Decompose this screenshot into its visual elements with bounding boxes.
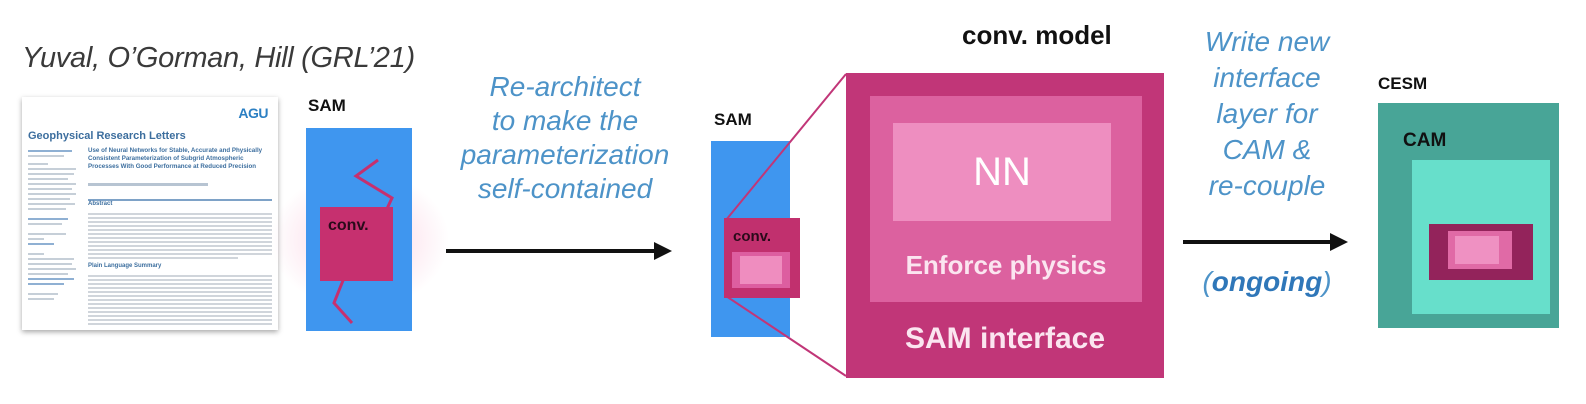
ongoing-label: ongoing <box>1211 266 1323 297</box>
paper-title: Use of Neural Networks for Stable, Accur… <box>88 147 263 170</box>
arrow-2-head-icon <box>1330 233 1348 251</box>
cesm-label: CESM <box>1378 74 1428 93</box>
conv-box-stage1: conv. <box>320 207 393 281</box>
citation-text: Yuval, O’Gorman, Hill (GRL’21) <box>22 42 415 74</box>
rearchitect-annotation: Re-architect to make the parameterizatio… <box>436 70 694 206</box>
agu-logo: AGU <box>238 105 268 121</box>
paper-authors <box>88 183 208 186</box>
conv-model-title: conv. model <box>962 20 1112 50</box>
zoom-projection-lines <box>725 73 847 377</box>
annotation-line: layer for <box>1216 98 1318 129</box>
ongoing-status: (ongoing) <box>1182 266 1352 298</box>
arrow-2-shaft <box>1183 240 1333 244</box>
arrow-1-head-icon <box>654 242 672 260</box>
annotation-line: parameterization <box>460 139 670 170</box>
cam-conv-nn <box>1455 236 1499 264</box>
annotation-line: self-contained <box>477 173 653 204</box>
annotation-line: Write new <box>1204 26 1330 57</box>
conv-box-stage2: conv. <box>724 218 800 298</box>
sam-label-stage1: SAM <box>308 96 346 115</box>
sam-interface-label: SAM interface <box>904 322 1106 355</box>
abstract-body <box>88 211 272 261</box>
enforce-physics-label: Enforce physics <box>905 250 1107 280</box>
annotation-line: CAM & <box>1222 134 1312 165</box>
abstract-heading: Abstract <box>88 201 113 207</box>
paren-open: ( <box>1202 266 1212 297</box>
paper-rule <box>88 199 272 201</box>
conv-mini-nn <box>740 256 782 284</box>
write-interface-annotation: Write new interface layer for CAM & re-c… <box>1182 24 1352 204</box>
nn-layer <box>893 123 1111 221</box>
arrow-1-shaft <box>446 249 656 253</box>
nn-label: NN <box>973 150 1031 194</box>
journal-name: Geophysical Research Letters <box>28 130 186 142</box>
annotation-line: Re-architect <box>489 71 641 102</box>
annotation-line: re-couple <box>1208 170 1326 201</box>
annotation-line: interface <box>1213 62 1321 93</box>
paren-close: ) <box>1322 266 1332 297</box>
sam-label-stage2: SAM <box>714 110 752 129</box>
conv-label-stage2: conv. <box>733 228 772 245</box>
plain-summary-heading: Plain Language Summary <box>88 263 162 269</box>
annotation-line: to make the <box>491 105 639 136</box>
conv-label-stage1: conv. <box>328 217 369 234</box>
paper-sidebar <box>28 147 80 303</box>
plain-summary-body <box>88 273 272 327</box>
paper-thumbnail: AGU Geophysical Research Letters Use of … <box>22 97 278 330</box>
cam-label: CAM <box>1403 130 1447 151</box>
